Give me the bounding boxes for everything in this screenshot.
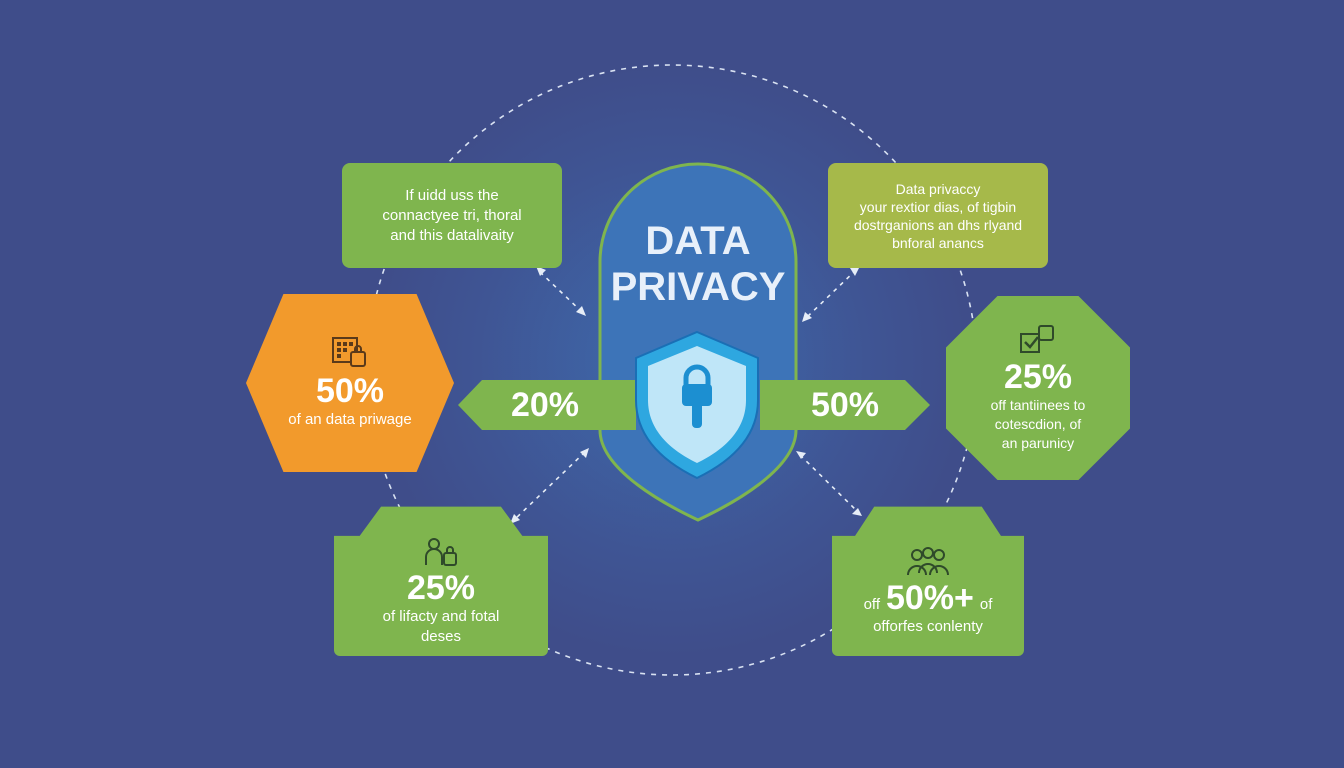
top-right-line: dostrganions an dhs rlyand [853,216,1023,233]
top-right-info-box: Data privaccy your rextior dias, of tigb… [828,163,1048,268]
bottom-right-value-row: off 50%+ of [864,579,993,617]
right-octagon-stat: 25% off tantiinees to cotescdion, of an … [946,296,1130,480]
left-hexagon-value: 50% [315,372,385,410]
bottom-left-line: of lifacty and fotal [382,608,500,625]
right-arrow-value: 50% [810,386,880,424]
right-octagon-line: cotescdion, of [994,415,1082,432]
bottom-right-suffix: of [979,596,993,613]
top-left-line: If uidd uss the [405,186,499,204]
people-lock-icon [425,538,457,566]
top-left-line: and this datalivaity [390,226,514,244]
top-left-info-box: If uidd uss the connactyee tri, thoral a… [342,163,562,268]
checkbox-icon [1020,324,1054,353]
lock-icon [682,364,712,428]
top-left-line: connactyee tri, thoral [382,206,522,224]
left-arrow-band [458,380,636,430]
right-octagon-value: 25% [1003,357,1073,396]
bottom-right-stat-box: off 50%+ of offorfes conlenty [832,506,1024,656]
right-octagon-line: off tantiinees to [990,396,1086,413]
bottom-left-line: deses [420,628,461,645]
left-hexagon-caption: of an data priwage [288,411,412,428]
bottom-left-value: 25% [406,569,476,607]
group-icon [907,547,949,576]
bottom-right-prefix: off [863,596,880,613]
title-line-2: PRIVACY [610,265,786,309]
left-arrow-value: 20% [510,386,580,424]
bottom-right-value: 50%+ [885,579,974,617]
right-arrow-band [760,380,930,430]
top-right-line: Data privaccy [895,180,981,197]
top-right-line: your rextior dias, of tigbin [859,198,1017,215]
bottom-left-stat-box: 25% of lifacty and fotal deses [334,506,548,656]
bottom-right-caption: offorfes conlenty [873,618,983,635]
right-octagon-line: an parunicy [1001,434,1075,451]
diagonal-connectors [513,269,859,521]
connector-arrowheads [510,266,862,524]
top-right-line: bnforal anancs [892,234,984,251]
grid-lock-icon [332,337,366,367]
left-hexagon-stat: 50% of an data priwage [246,294,454,472]
title-line-1: DATA [645,219,751,263]
